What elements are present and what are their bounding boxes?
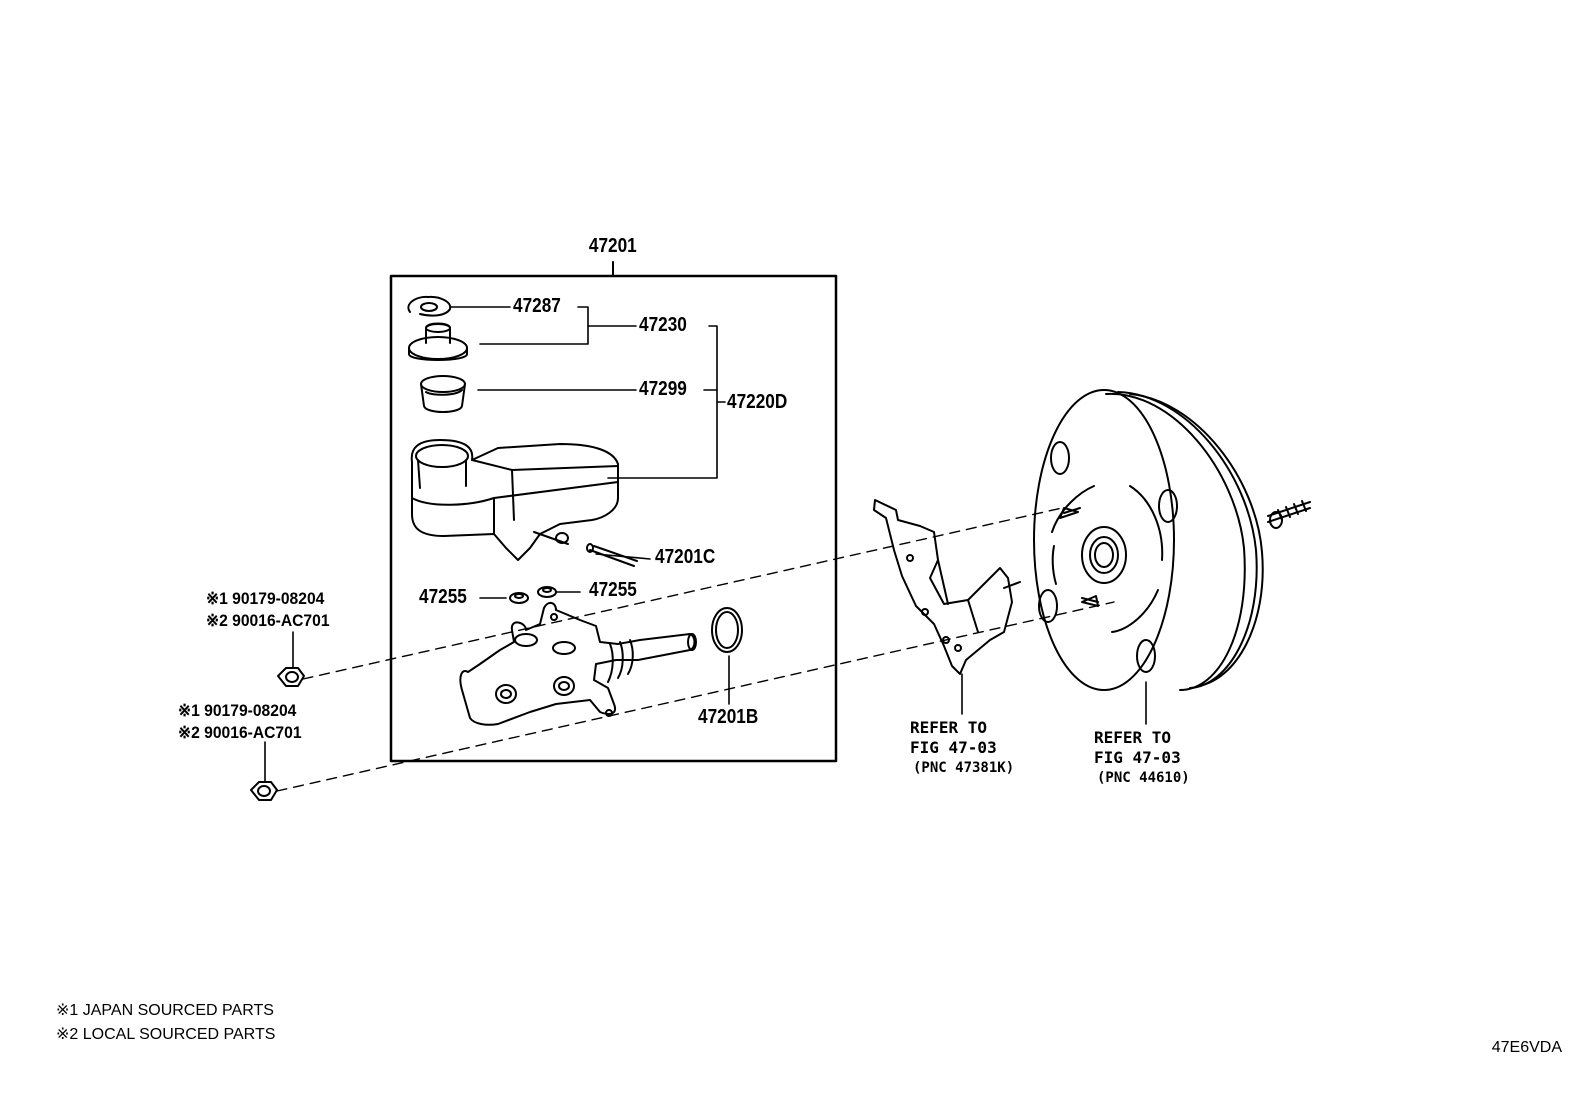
cap-part	[408, 322, 468, 361]
label-47255-left: 47255	[419, 586, 467, 608]
refer-bracket-line3: (PNC 47381K)	[913, 760, 1015, 776]
nut-upper-part	[277, 667, 305, 687]
leader-lines	[264, 306, 1147, 783]
refer-booster-line3: (PNC 44610)	[1097, 770, 1190, 786]
label-47287: 47287	[513, 295, 561, 317]
label-47201B: 47201B	[698, 706, 759, 728]
nut-upper-label-1: ※1 90179-08204	[206, 589, 325, 608]
diagram-code: 47E6VDA	[1491, 1039, 1562, 1056]
label-47230: 47230	[639, 314, 687, 336]
grommet-parts	[509, 586, 557, 604]
refer-booster-line1: REFER TO	[1094, 728, 1172, 747]
brake-booster-part	[1033, 389, 1311, 691]
clip-part	[407, 295, 452, 317]
nut-lower-label-2: ※2 90016-AC701	[178, 723, 302, 742]
bracket-part	[873, 499, 1021, 675]
label-47255-right: 47255	[589, 579, 637, 601]
reservoir-part	[410, 439, 619, 561]
assembly-box	[389, 274, 838, 763]
strainer-part	[420, 375, 466, 413]
legend-note-local: ※2 LOCAL SOURCED PARTS	[56, 1026, 276, 1043]
label-47201: 47201	[588, 235, 637, 257]
refer-bracket-line1: REFER TO	[910, 718, 988, 737]
master-cylinder-part	[459, 602, 697, 726]
refer-bracket-line2: FIG 47-03	[910, 738, 997, 757]
nut-upper-label-2: ※2 90016-AC701	[206, 611, 330, 630]
label-47201C: 47201C	[655, 546, 716, 568]
pin-part	[586, 543, 638, 567]
refer-booster-line2: FIG 47-03	[1094, 748, 1181, 767]
legend-note-japan: ※1 JAPAN SOURCED PARTS	[56, 1002, 274, 1019]
o-ring-part	[711, 607, 743, 653]
nut-lower-part	[250, 781, 278, 801]
label-47299: 47299	[639, 378, 687, 400]
nut-lower-label-1: ※1 90179-08204	[178, 701, 297, 720]
label-47220D: 47220D	[727, 391, 788, 413]
